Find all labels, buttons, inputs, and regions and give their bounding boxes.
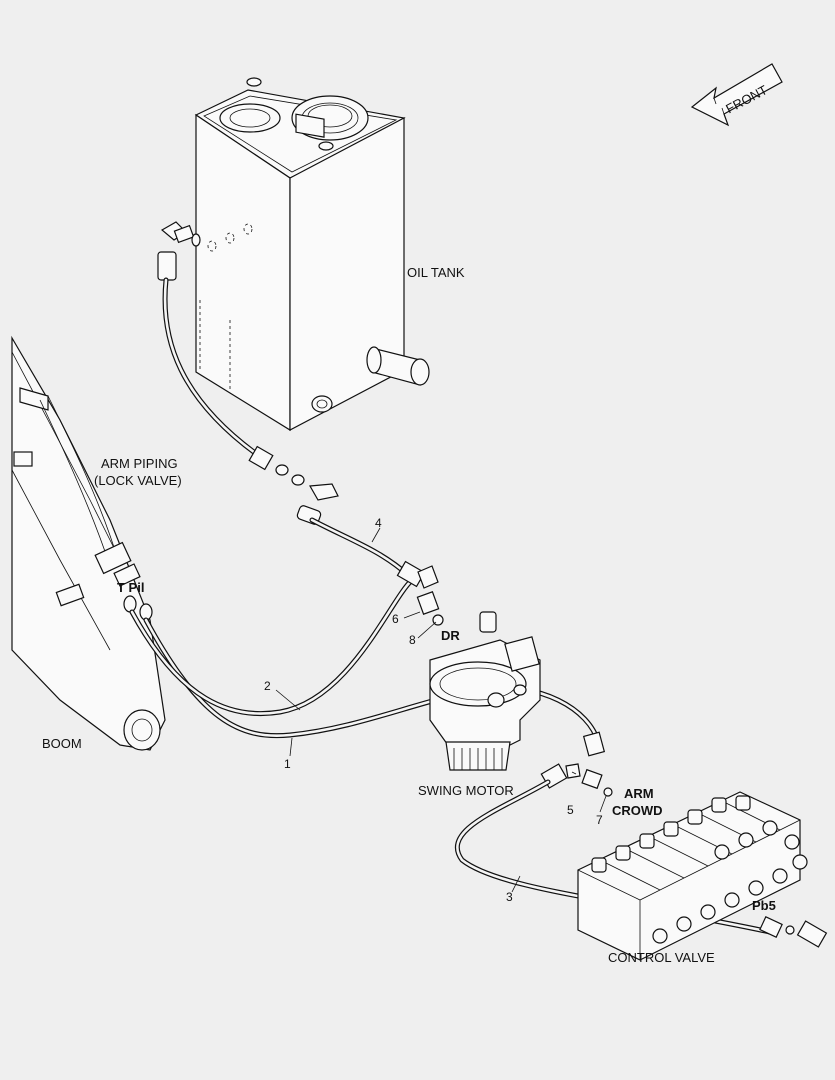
front-arrow: FRONT: [690, 63, 783, 127]
port-tpil: T Pil: [117, 580, 144, 595]
callout-8: 8: [409, 633, 416, 647]
callout-2: 2: [264, 679, 271, 693]
hose-4: [309, 517, 411, 578]
arm-piping-label-line2: (LOCK VALVE): [94, 473, 182, 488]
boom-label: BOOM: [42, 736, 82, 751]
tank-hose-fittings: [248, 445, 339, 525]
motor-side-fittings: ARM CROWD: [540, 731, 663, 818]
oil-tank: OIL TANK: [194, 77, 465, 432]
control-valve-label: CONTROL VALVE: [608, 950, 715, 965]
port-arm-crowd-line2: CROWD: [612, 803, 663, 818]
boom: BOOM: [11, 335, 166, 751]
lock-valve-fittings: T Pil: [94, 541, 153, 621]
callout-3: 3: [506, 890, 513, 904]
callout-6: 6: [392, 612, 399, 626]
oil-tank-label: OIL TANK: [407, 265, 465, 280]
arm-piping-label: ARM PIPING (LOCK VALVE): [94, 456, 182, 488]
swing-motor: SWING MOTOR: [418, 611, 541, 798]
port-pb5: Pb5: [752, 898, 776, 913]
callout-4: 4: [375, 516, 382, 530]
callout-5: 5: [567, 803, 574, 817]
callout-leaders: [275, 527, 607, 893]
tank-elbow-fitting: [157, 221, 201, 281]
tee-fittings: DR: [396, 560, 460, 643]
control-valve: Pb5 CONTROL VALVE: [577, 791, 828, 965]
port-arm-crowd-line1: ARM: [624, 786, 654, 801]
port-dr: DR: [441, 628, 460, 643]
tank-return-hose: [162, 277, 265, 461]
hose-1: [143, 617, 601, 745]
swing-motor-label: SWING MOTOR: [418, 783, 514, 798]
callout-numbers: 1 2 3 4 5 6 7 8: [264, 516, 603, 904]
hose-2: [129, 577, 415, 717]
callout-7: 7: [596, 813, 603, 827]
arm-piping-label-line1: ARM PIPING: [101, 456, 178, 471]
callout-1: 1: [284, 757, 291, 771]
